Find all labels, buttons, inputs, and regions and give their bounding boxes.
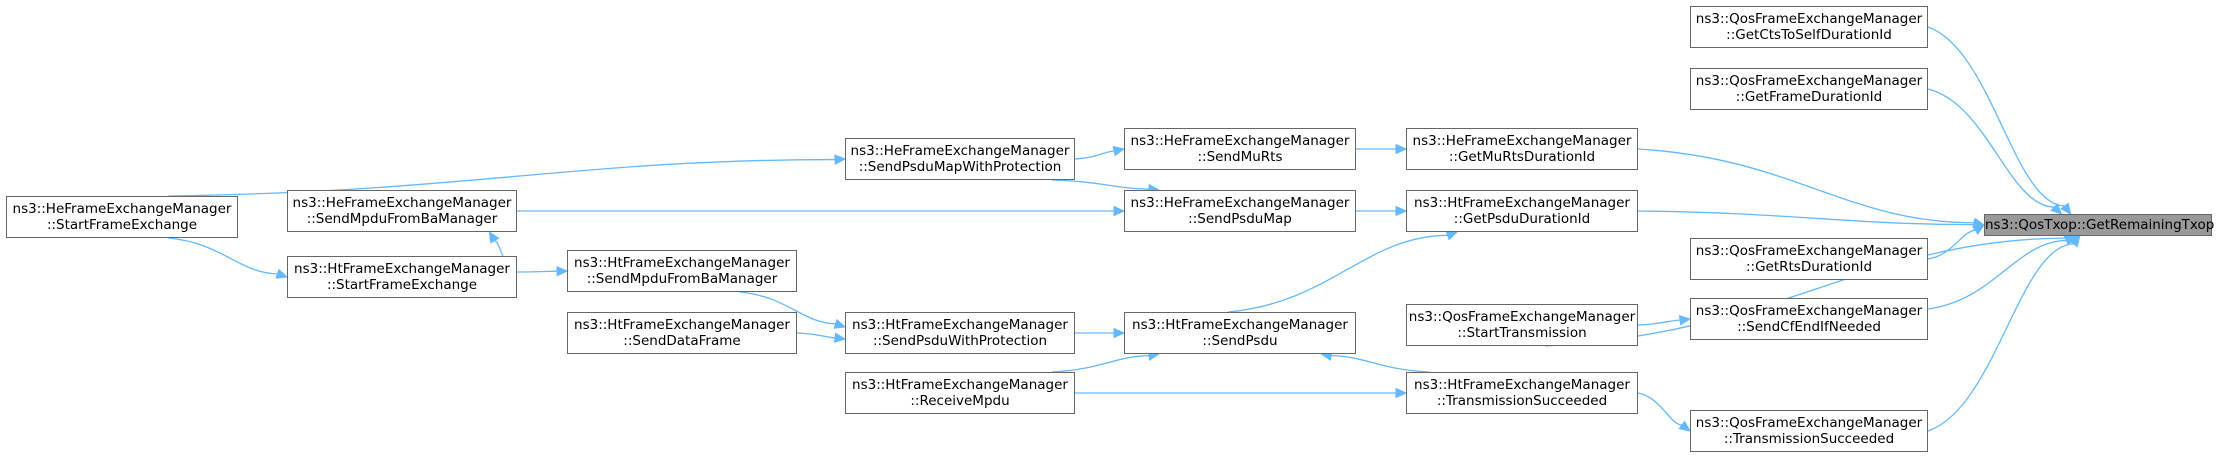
graph-node-n11[interactable]: ns3::HeFrameExchangeManager::SendPsduMap <box>1124 190 1356 232</box>
edge-n3-to-root <box>1637 148 1975 224</box>
node-label-line: ns3::HtFrameExchangeManager <box>1414 377 1630 393</box>
arrowhead-n14-to-n12 <box>1113 327 1126 339</box>
arrowhead-n17-to-n14 <box>833 318 847 329</box>
node-label-line: ::SendDataFrame <box>623 333 741 349</box>
graph-node-n3[interactable]: ns3::HeFrameExchangeManager::GetMuRtsDur… <box>1406 128 1638 170</box>
node-label-line: ns3::QosFrameExchangeManager <box>1695 243 1923 259</box>
node-label-line: ns3::HeFrameExchangeManager <box>1412 133 1632 149</box>
edge-n9-to-n12 <box>1331 354 1430 373</box>
graph-node-n19[interactable]: ns3::HeFrameExchangeManager::StartFrameE… <box>6 196 238 238</box>
arrowhead-n2-to-root <box>2050 202 2063 215</box>
graph-node-n1[interactable]: ns3::QosFrameExchangeManager::GetCtsToSe… <box>1690 6 1928 48</box>
node-label-line: ::StartTransmission <box>1457 325 1587 341</box>
graph-node-n14[interactable]: ns3::HtFrameExchangeManager::SendPsduWit… <box>845 312 1075 354</box>
arrowhead-n19-to-n13 <box>834 154 847 165</box>
node-label-line: ns3::HeFrameExchangeManager <box>12 201 232 217</box>
graph-node-n13[interactable]: ns3::HeFrameExchangeManager::SendPsduMap… <box>845 138 1075 180</box>
node-label-line: ns3::QosFrameExchangeManager <box>1695 415 1923 431</box>
graph-node-root: ns3::QosTxop::GetRemainingTxop <box>1984 214 2215 236</box>
edge-n1-to-root <box>1927 26 2065 207</box>
node-label-line: ns3::HtFrameExchangeManager <box>574 317 790 333</box>
node-label-line: ::GetCtsToSelfDurationId <box>1726 27 1892 43</box>
node-label-line: ns3::HeFrameExchangeManager <box>850 143 1070 159</box>
arrowhead-n1-to-root <box>2060 202 2072 215</box>
graph-node-n2[interactable]: ns3::QosFrameExchangeManager::GetFrameDu… <box>1690 68 1928 110</box>
node-label-line: ::GetMuRtsDurationId <box>1448 149 1596 165</box>
edge-n19-to-n20 <box>168 237 278 275</box>
node-label-line: ::ReceiveMpdu <box>910 393 1010 409</box>
node-label-line: ::TransmissionSucceeded <box>1436 393 1608 409</box>
arrowhead-n10-to-n3 <box>1395 143 1408 155</box>
node-label-line: ::StartFrameExchange <box>326 277 478 293</box>
arrowhead-n9-to-n7 <box>1678 420 1691 432</box>
edge-n20-to-n17 <box>516 270 558 273</box>
node-label-line: ns3::QosFrameExchangeManager <box>1695 73 1923 89</box>
node-label-line: ::SendMpduFromBaManager <box>586 271 778 287</box>
graph-node-n12[interactable]: ns3::HtFrameExchangeManager::SendPsdu <box>1124 312 1356 354</box>
node-label-line: ::TransmissionSucceeded <box>1723 431 1895 447</box>
edge-n13-to-n10 <box>1074 150 1115 160</box>
graph-node-n16[interactable]: ns3::HeFrameExchangeManager::SendMpduFro… <box>287 190 517 232</box>
graph-node-n4[interactable]: ns3::HtFrameExchangeManager::GetPsduDura… <box>1406 190 1638 232</box>
node-label-line: ns3::QosFrameExchangeManager <box>1695 11 1923 27</box>
node-label-line: ::SendPsduWithProtection <box>872 333 1048 349</box>
arrowhead-n13-to-n10 <box>1112 145 1126 157</box>
node-label-line: ns3::QosFrameExchangeManager <box>1695 303 1923 319</box>
arrowhead-n8-to-n6 <box>1678 314 1692 326</box>
arrowhead-n18-to-n14 <box>833 332 847 343</box>
node-label-line: ::SendMuRts <box>1197 149 1283 165</box>
node-label-line: ::SendPsduMap <box>1188 211 1292 227</box>
arrowhead-n12-to-n4 <box>1445 230 1459 241</box>
node-label-line: ::SendPsduMapWithProtection <box>858 159 1062 175</box>
node-label-line: ns3::HtFrameExchangeManager <box>852 317 1068 333</box>
arrowhead-n16-to-n11 <box>1113 205 1126 217</box>
arrowhead-n19-to-n20 <box>275 268 289 279</box>
arrowhead-n20-to-n16 <box>488 230 500 244</box>
graph-node-n18[interactable]: ns3::HtFrameExchangeManager::SendDataFra… <box>567 312 797 354</box>
edge-n13-to-n11 <box>1051 179 1149 190</box>
edge-n8-to-n6 <box>1637 319 1681 326</box>
graph-node-n20[interactable]: ns3::HtFrameExchangeManager::StartFrameE… <box>287 256 517 298</box>
graph-node-n7[interactable]: ns3::QosFrameExchangeManager::Transmissi… <box>1690 410 1928 452</box>
edge-n5-to-root <box>1927 229 1976 260</box>
arrowhead-n15-to-n9 <box>1395 387 1408 399</box>
node-label-line: ::StartFrameExchange <box>46 217 198 233</box>
graph-node-n17[interactable]: ns3::HtFrameExchangeManager::SendMpduFro… <box>567 250 797 292</box>
graph-node-n15[interactable]: ns3::HtFrameExchangeManager::ReceiveMpdu <box>845 372 1075 414</box>
node-label-line: ns3::HeFrameExchangeManager <box>292 195 512 211</box>
node-label-line: ns3::QosFrameExchangeManager <box>1408 309 1636 325</box>
graph-node-n8[interactable]: ns3::QosFrameExchangeManager::StartTrans… <box>1406 304 1638 346</box>
edge-n4-to-root <box>1637 210 1975 226</box>
graph-node-n6[interactable]: ns3::QosFrameExchangeManager::SendCfEndI… <box>1690 298 1928 340</box>
node-label-line: ns3::HtFrameExchangeManager <box>852 377 1068 393</box>
node-label-line: ::SendCfEndIfNeeded <box>1737 319 1881 335</box>
node-label-line: ns3::QosTxop::GetRemainingTxop <box>1985 217 2215 233</box>
edge-n17-to-n14 <box>739 291 836 325</box>
node-label-line: ::GetFrameDurationId <box>1735 89 1883 105</box>
edge-n7-to-root <box>1927 243 2074 432</box>
node-label-line: ns3::HtFrameExchangeManager <box>1414 195 1630 211</box>
edge-n19-to-n13 <box>168 158 836 197</box>
edge-n6-to-root <box>1927 239 2067 310</box>
node-label-line: ns3::HtFrameExchangeManager <box>294 261 510 277</box>
edge-n2-to-root <box>1927 88 2055 208</box>
node-label-line: ns3::HeFrameExchangeManager <box>1130 133 1350 149</box>
node-label-line: ::SendPsdu <box>1202 333 1278 349</box>
graph-node-n9[interactable]: ns3::HtFrameExchangeManager::Transmissio… <box>1406 372 1638 414</box>
node-label-line: ns3::HtFrameExchangeManager <box>574 255 790 271</box>
edge-n12-to-n4 <box>1228 234 1448 313</box>
edge-n18-to-n14 <box>796 332 836 339</box>
edge-n9-to-n7 <box>1637 392 1683 426</box>
graph-node-n5[interactable]: ns3::QosFrameExchangeManager::GetRtsDura… <box>1690 238 1928 280</box>
node-label-line: ns3::HeFrameExchangeManager <box>1130 195 1350 211</box>
arrowhead-n5-to-root <box>1972 224 1986 235</box>
arrowhead-n20-to-n17 <box>556 265 569 277</box>
edge-n15-to-n12 <box>1051 355 1149 373</box>
graph-node-n10[interactable]: ns3::HeFrameExchangeManager::SendMuRts <box>1124 128 1356 170</box>
node-label-line: ::GetPsduDurationId <box>1453 211 1591 227</box>
node-label-line: ns3::HtFrameExchangeManager <box>1132 317 1348 333</box>
node-label-line: ::GetRtsDurationId <box>1745 259 1873 275</box>
node-label-line: ::SendMpduFromBaManager <box>306 211 498 227</box>
arrowhead-n11-to-n4 <box>1395 205 1408 217</box>
